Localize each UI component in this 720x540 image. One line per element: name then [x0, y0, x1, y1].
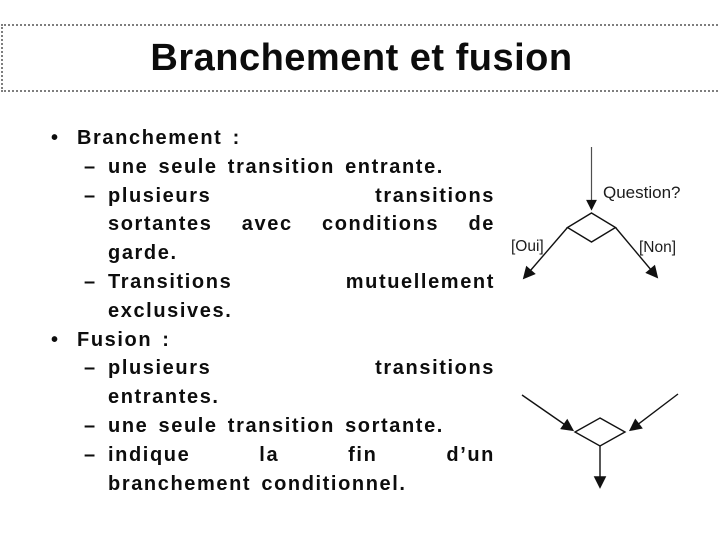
- dash-icon: –: [84, 357, 97, 380]
- bullet-list: • Branchement : – une seule transition e…: [50, 124, 495, 498]
- list-item: • Branchement :: [50, 124, 495, 153]
- oui-transition-arrow: [522, 227, 569, 280]
- dash-icon: –: [84, 184, 97, 207]
- list-item: – plusieurs transitions entrantes.: [50, 354, 495, 412]
- bullet-icon: •: [51, 127, 60, 149]
- dash-icon: –: [84, 443, 97, 466]
- text-line: entrantes.: [108, 386, 220, 409]
- oui-guard-label: [Oui]: [511, 238, 544, 255]
- text-line: Transitions mutuellement: [108, 270, 495, 293]
- text-line: sortantes avec conditions de: [108, 213, 495, 236]
- list-item: – une seule transition sortante.: [50, 412, 495, 441]
- text-line: garde.: [108, 242, 178, 265]
- list-item: – indique la fin d’un branchement condit…: [50, 441, 495, 499]
- list-item: – une seule transition entrante.: [50, 153, 495, 182]
- list-item: • Fusion :: [50, 326, 495, 355]
- non-guard-label: [Non]: [639, 239, 676, 256]
- page-title: Branchement et fusion: [150, 36, 573, 79]
- dash-icon: –: [84, 270, 97, 293]
- text-line: indique la fin d’un: [108, 443, 495, 466]
- text-line: Branchement :: [77, 127, 241, 149]
- list-item: – Transitions mutuellement exclusives.: [50, 268, 495, 326]
- text-line: exclusives.: [108, 299, 233, 322]
- text-line: plusieurs transitions: [108, 184, 495, 207]
- title-box: Branchement et fusion: [1, 24, 720, 92]
- list-item: – plusieurs transitions sortantes avec c…: [50, 182, 495, 268]
- incoming-left-arrow: [521, 394, 575, 432]
- text-line: plusieurs transitions: [108, 357, 495, 380]
- text-line: Fusion :: [77, 328, 171, 351]
- dash-icon: –: [84, 414, 97, 437]
- text-line: une seule transition entrante.: [108, 155, 444, 178]
- dash-icon: –: [84, 155, 97, 178]
- non-transition-arrow: [614, 227, 659, 279]
- merge-diamond: [573, 417, 627, 447]
- incoming-right-arrow: [628, 393, 679, 432]
- bullet-icon: •: [51, 328, 60, 351]
- text-line: branchement conditionnel.: [108, 472, 407, 495]
- merge-diagram: [521, 393, 679, 489]
- decision-diamond: [566, 212, 617, 243]
- branch-diagram: Question? [Oui] [Non]: [511, 147, 681, 280]
- question-label: Question?: [603, 183, 681, 202]
- text-line: une seule transition sortante.: [108, 414, 444, 437]
